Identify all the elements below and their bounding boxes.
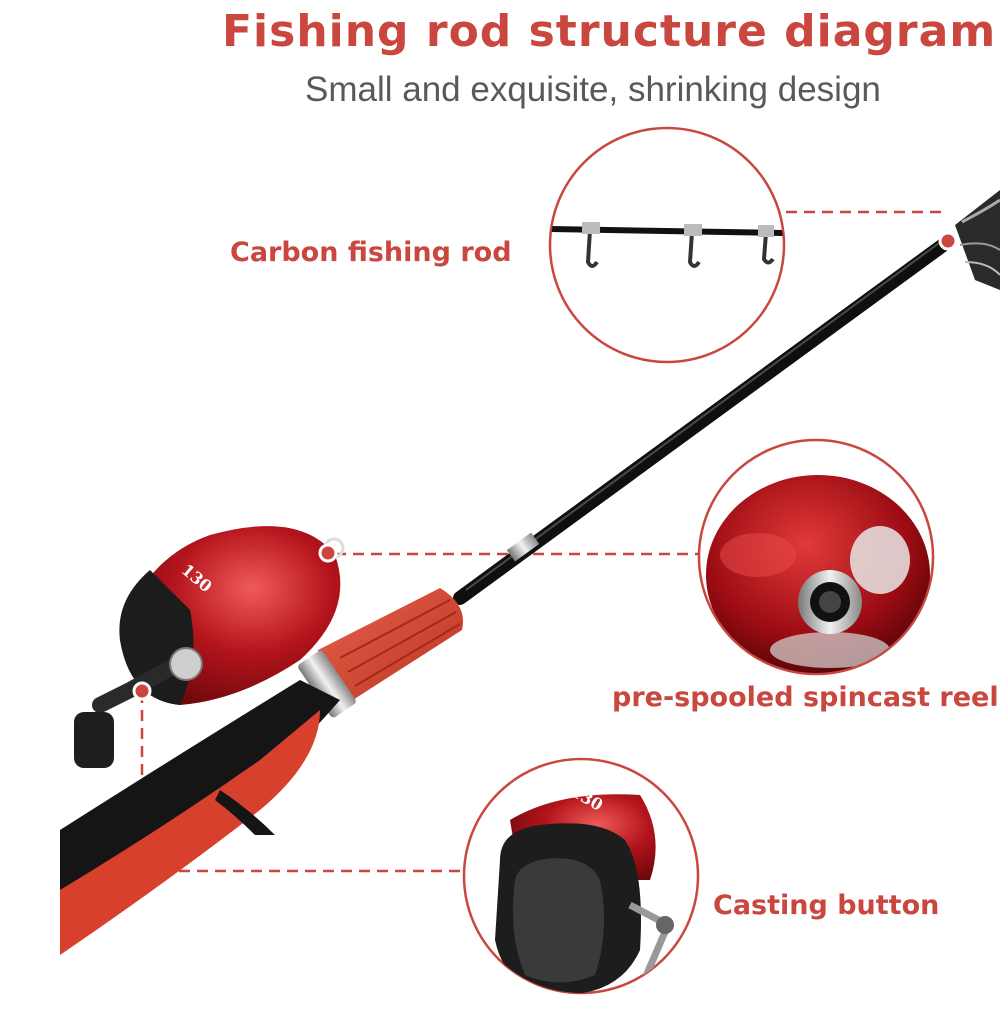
page-title: Fishing rod structure diagram [222,6,997,57]
rod-ferrule [506,532,540,562]
rod-callout-dot [938,231,958,251]
spincast-reel: 130 [74,526,345,768]
reel-callout-dot [318,543,338,563]
handle-collar [298,650,356,718]
rod-tip [955,190,1000,290]
rod-handle [60,588,464,955]
crank-knob [74,712,114,768]
callout-dots [132,231,958,701]
inset-casting-button: 130 [462,757,700,995]
page-subtitle: Small and exquisite, shrinking design [305,70,881,109]
button-callout-dot [132,681,152,701]
inset-reel-nose [697,438,935,676]
rod-blank [453,233,957,605]
spincast-reel-label: pre-spooled spincast reel [612,682,999,713]
button-leader-line [140,692,463,873]
crank-arm [92,652,193,713]
carbon-rod-label: Carbon fishing rod [230,237,512,268]
casting-button-label: Casting button [713,890,940,921]
trigger [215,790,275,835]
casting-button-pad [512,858,604,983]
inset-rod-guides [548,126,786,364]
